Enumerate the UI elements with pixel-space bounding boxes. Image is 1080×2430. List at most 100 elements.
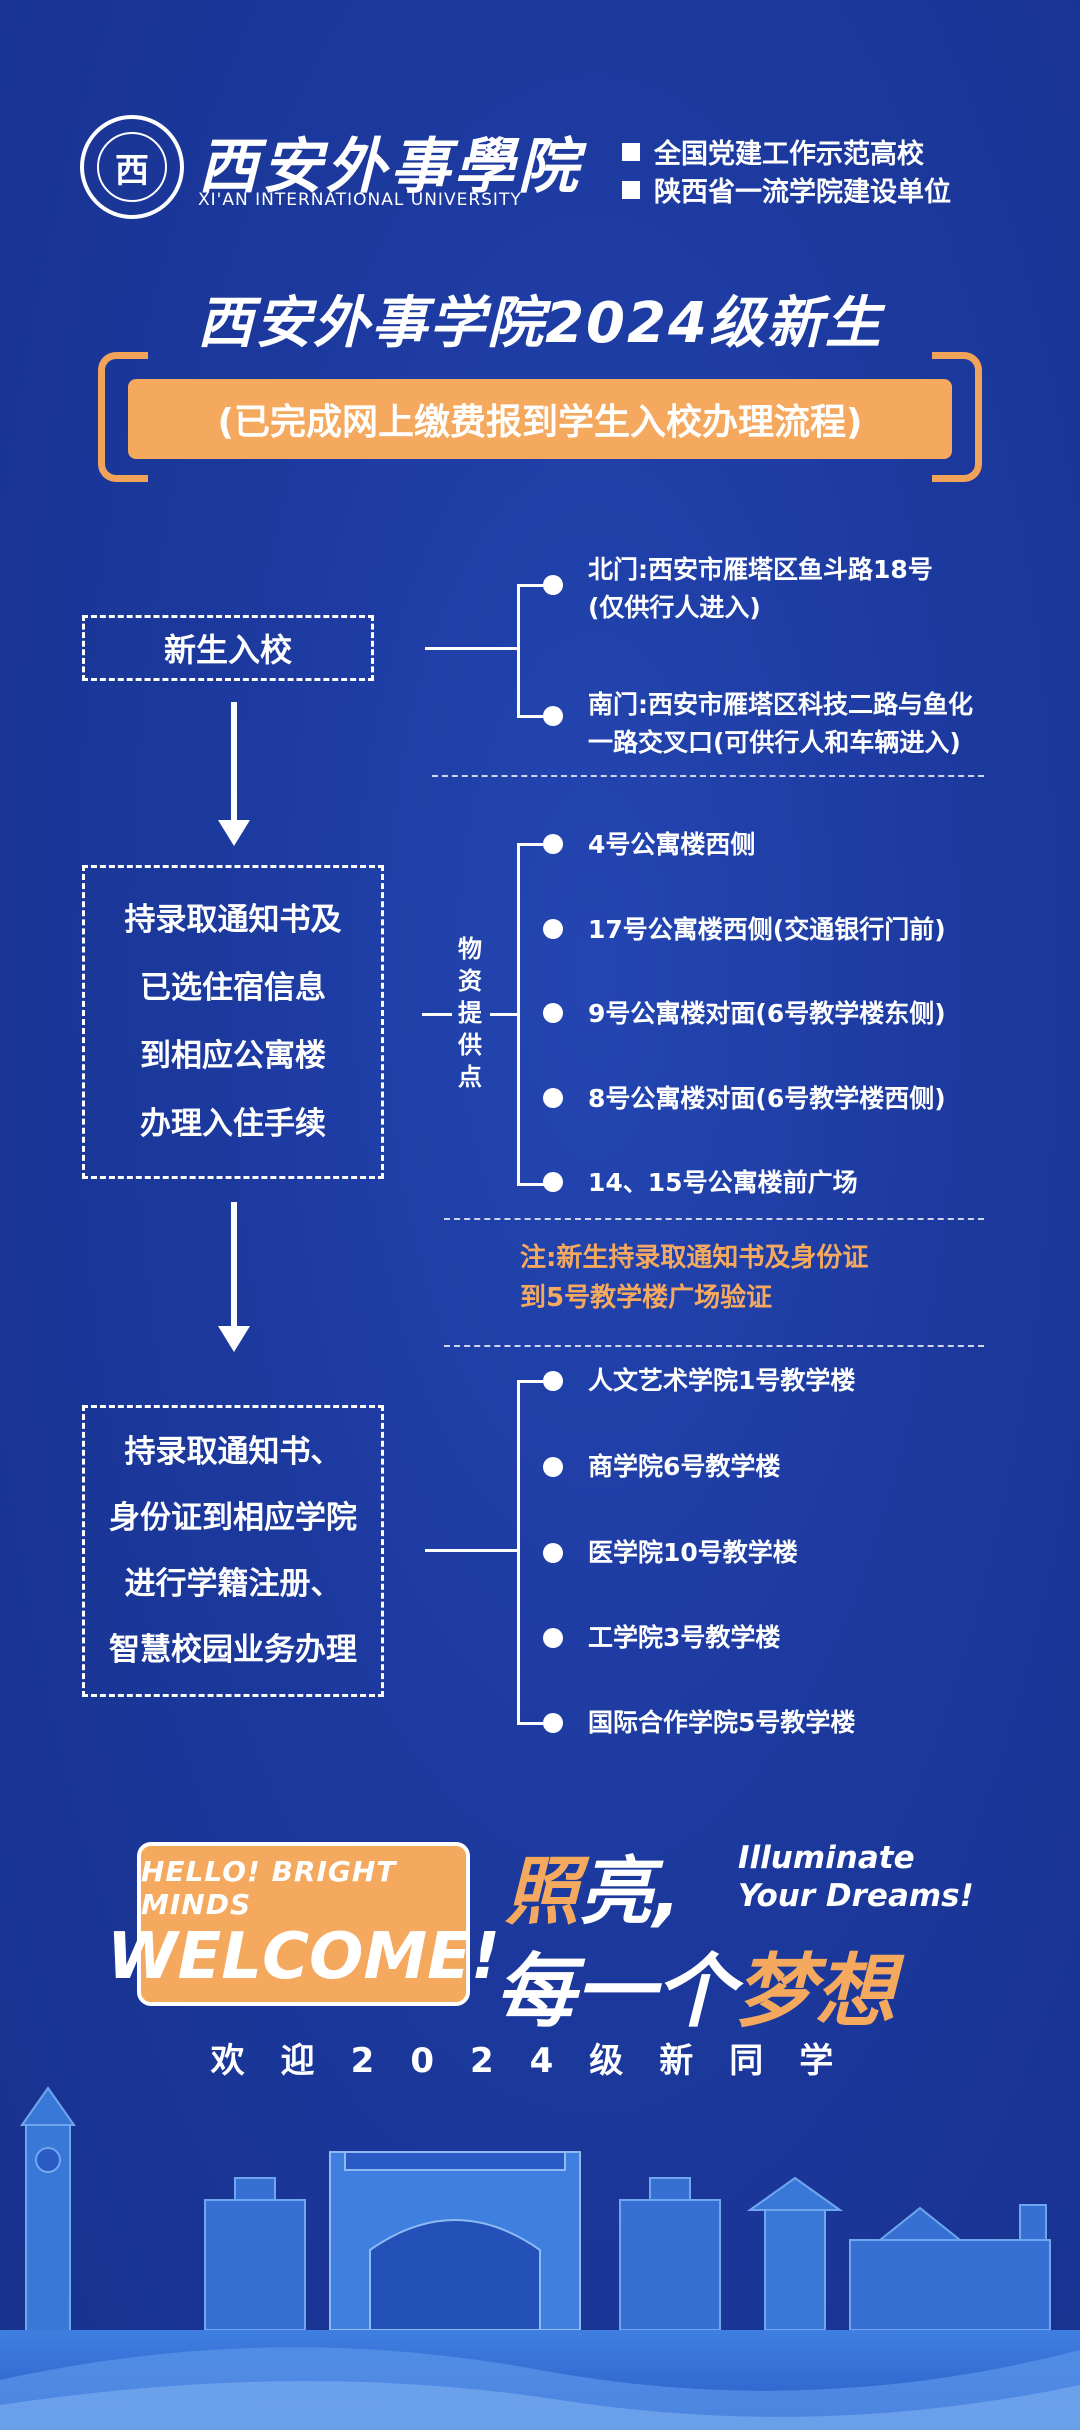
slogan-text: 每一个 bbox=[495, 1945, 735, 2038]
branch-line bbox=[517, 584, 520, 718]
supply-char: 资 bbox=[458, 967, 482, 995]
slogan-line-1: 照亮, bbox=[505, 1832, 681, 1939]
bullet-dot-icon bbox=[543, 1088, 563, 1108]
bullet-dot-icon bbox=[543, 1457, 563, 1477]
school-logo-icon: 西 bbox=[80, 115, 184, 219]
college-2: 商学院6号教学楼 bbox=[588, 1452, 781, 1481]
branch-line bbox=[517, 584, 552, 587]
welcome-text: WELCOME! bbox=[106, 1920, 501, 1994]
divider bbox=[444, 1345, 984, 1347]
bullet-dot-icon bbox=[543, 1628, 563, 1648]
step-3-line: 智慧校园业务办理 bbox=[109, 1632, 357, 1668]
campus-skyline-illustration bbox=[0, 2086, 1080, 2430]
supply-point-3: 9号公寓楼对面(6号教学楼东侧) bbox=[588, 999, 946, 1028]
down-arrow-icon bbox=[218, 820, 250, 846]
college-5: 国际合作学院5号教学楼 bbox=[588, 1708, 856, 1737]
supply-point-4: 8号公寓楼对面(6号教学楼西侧) bbox=[588, 1084, 946, 1113]
step-2-line: 已选住宿信息 bbox=[140, 970, 326, 1006]
welcome-line: 欢迎2024级新同学 bbox=[210, 2041, 870, 2081]
building-icon bbox=[619, 2177, 721, 2331]
bullet-dot-icon bbox=[543, 1371, 563, 1391]
supply-char: 提 bbox=[458, 999, 482, 1027]
step-2-line: 到相应公寓楼 bbox=[140, 1038, 326, 1074]
college-1: 人文艺术学院1号教学楼 bbox=[588, 1366, 856, 1395]
connector-line bbox=[422, 1013, 452, 1016]
subtitle-text: (已完成网上缴费报到学生入校办理流程) bbox=[217, 402, 863, 443]
logo-char: 西 bbox=[115, 150, 149, 191]
college-3: 医学院10号教学楼 bbox=[588, 1538, 798, 1567]
bullet-dot-icon bbox=[543, 919, 563, 939]
connector-line bbox=[425, 647, 517, 650]
bullet-dot-icon bbox=[543, 575, 563, 595]
slogan-text: 亮, bbox=[579, 1849, 682, 1935]
connector-line bbox=[490, 1013, 517, 1016]
branch-line bbox=[517, 843, 520, 1185]
branch-line bbox=[517, 843, 552, 846]
hello-text: HELLO! BRIGHT MINDS bbox=[141, 1855, 397, 1921]
supply-point-5: 14、15号公寓楼前广场 bbox=[588, 1168, 858, 1197]
flow-arrow-line bbox=[231, 702, 237, 820]
bullet-dot-icon bbox=[543, 1003, 563, 1023]
step-3-line: 身份证到相应学院 bbox=[109, 1500, 357, 1536]
step-3-box: 持录取通知书、 身份证到相应学院 进行学籍注册、 智慧校园业务办理 bbox=[82, 1405, 384, 1697]
down-arrow-icon bbox=[218, 1326, 250, 1352]
page-title: 西安外事学院2024级新生 bbox=[197, 291, 883, 356]
honor-text-1: 全国党建工作示范高校 bbox=[654, 139, 924, 170]
step-3-line: 进行学籍注册、 bbox=[124, 1566, 342, 1602]
subtitle-banner: (已完成网上缴费报到学生入校办理流程) bbox=[128, 379, 952, 459]
college-4: 工学院3号教学楼 bbox=[588, 1623, 781, 1652]
step-2-box: 持录取通知书及 已选住宿信息 到相应公寓楼 办理入住手续 bbox=[82, 865, 384, 1179]
flow-arrow-line bbox=[231, 1202, 237, 1326]
school-name: 西安外事學院 bbox=[198, 132, 582, 202]
square-bullet-icon bbox=[622, 142, 640, 161]
pagoda-icon bbox=[746, 2176, 844, 2331]
slogan-highlight: 照 bbox=[505, 1849, 579, 1935]
supply-char: 物 bbox=[458, 935, 482, 963]
slogan-highlight: 梦想 bbox=[735, 1945, 895, 2038]
supply-char: 点 bbox=[458, 1063, 482, 1091]
divider bbox=[444, 1218, 984, 1220]
step-1-label: 新生入校 bbox=[163, 631, 292, 669]
gate-south: 南门:西安市雁塔区科技二路与鱼化 一路交叉口(可供行人和车辆进入) bbox=[588, 686, 973, 762]
gate-south-note: 一路交叉口(可供行人和车辆进入) bbox=[588, 728, 961, 757]
gate-south-address: 南门:西安市雁塔区科技二路与鱼化 bbox=[588, 690, 973, 719]
supply-point-1: 4号公寓楼西侧 bbox=[588, 830, 756, 859]
verification-note: 注:新生持录取通知书及身份证 到5号教学楼广场验证 bbox=[520, 1238, 868, 1318]
campus-gate-icon bbox=[329, 2151, 581, 2331]
illuminate-text-1: Illuminate bbox=[738, 1840, 915, 1876]
connector-line bbox=[425, 1549, 517, 1552]
step-1-box: 新生入校 bbox=[82, 615, 374, 681]
gate-north: 北门:西安市雁塔区鱼斗路18号 (仅供行人进入) bbox=[588, 551, 933, 627]
building-icon bbox=[849, 2204, 1051, 2331]
branch-line bbox=[517, 1380, 552, 1383]
illuminate-text-2: Your Dreams! bbox=[738, 1878, 974, 1914]
building-icon bbox=[204, 2177, 306, 2331]
square-bullet-icon bbox=[622, 180, 640, 199]
supply-char: 供 bbox=[458, 1031, 482, 1059]
bullet-dot-icon bbox=[543, 1172, 563, 1192]
supply-point-2: 17号公寓楼西侧(交通银行门前) bbox=[588, 915, 946, 944]
left-bracket-decoration bbox=[98, 352, 148, 482]
welcome-badge: HELLO! BRIGHT MINDS WELCOME! bbox=[107, 1842, 500, 2006]
gate-north-address: 北门:西安市雁塔区鱼斗路18号 bbox=[588, 555, 933, 584]
honor-text-2: 陕西省一流学院建设单位 bbox=[654, 177, 951, 208]
step-2-line: 持录取通知书及 bbox=[124, 902, 342, 938]
right-bracket-decoration bbox=[932, 352, 982, 482]
bullet-dot-icon bbox=[543, 834, 563, 854]
school-name-en: XI'AN INTERNATIONAL UNIVERSITY bbox=[198, 190, 522, 210]
divider bbox=[432, 775, 984, 777]
step-2-line: 办理入住手续 bbox=[140, 1106, 326, 1142]
bullet-dot-icon bbox=[543, 706, 563, 726]
note-line-2: 到5号教学楼广场验证 bbox=[520, 1283, 773, 1313]
branch-line bbox=[517, 715, 552, 718]
note-line-1: 注:新生持录取通知书及身份证 bbox=[520, 1243, 869, 1273]
honor-item-2: 陕西省一流学院建设单位 bbox=[622, 170, 951, 209]
clock-tower-icon bbox=[20, 2086, 76, 2356]
supply-point-label: 物 资 提 供 点 bbox=[455, 933, 485, 1093]
gate-north-note: (仅供行人进入) bbox=[588, 593, 761, 622]
bullet-dot-icon bbox=[543, 1713, 563, 1733]
branch-line bbox=[517, 1380, 520, 1724]
step-3-line: 持录取通知书、 bbox=[124, 1434, 342, 1470]
slogan-line-2: 每一个梦想 bbox=[495, 1927, 895, 2043]
